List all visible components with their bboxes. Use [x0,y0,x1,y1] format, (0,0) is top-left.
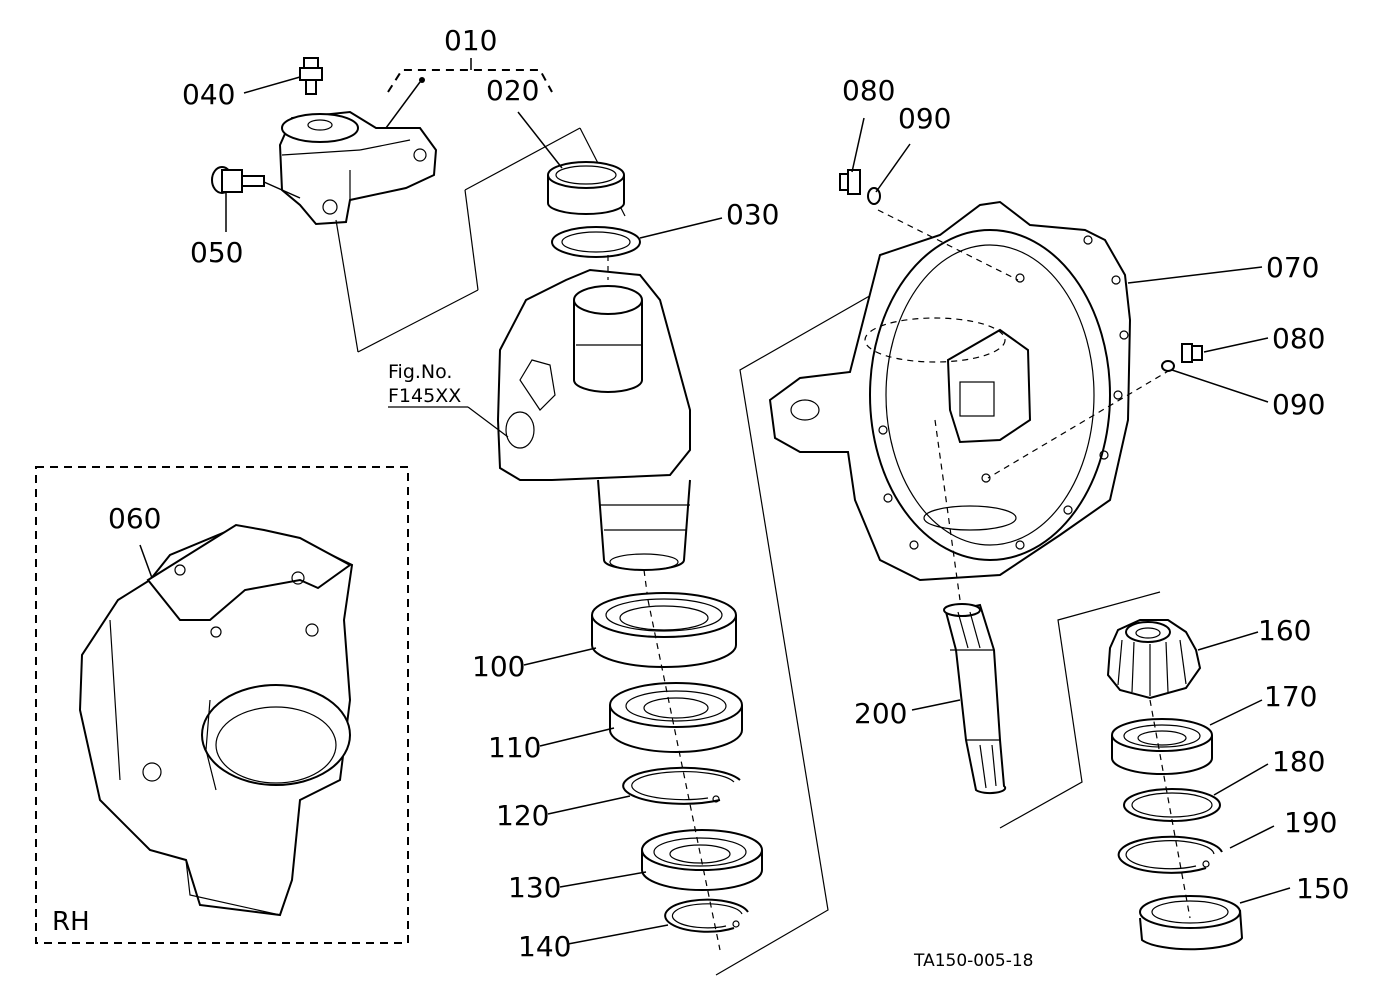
oil-seal-100-part [523,592,737,668]
callout-090-right: 090 [1272,388,1325,421]
drawing-code: TA150-005-18 [913,951,1034,971]
callout-060: 060 [108,502,161,535]
housing-060-part [78,523,354,917]
callout-180: 180 [1272,745,1325,778]
callout-140: 140 [518,930,571,963]
bolt-050-part [211,166,301,232]
callout-080-top: 080 [842,74,895,107]
washer-090-right-part [1161,360,1269,403]
bearing-170-part [1111,699,1263,775]
grease-nipple-040-part [243,57,323,95]
callout-130: 130 [508,871,561,904]
plug-080-top-part [839,117,865,195]
snap-ring-140-part [567,898,749,945]
bracket-010-group [385,58,553,129]
washer-090-top-part [867,143,911,205]
callout-040: 040 [182,78,235,111]
callout-170: 170 [1264,680,1317,713]
callout-100: 100 [472,650,525,683]
callout-150: 150 [1296,872,1349,905]
callout-090-top: 090 [898,102,951,135]
bearing-110-part [539,682,743,753]
callout-200: 200 [854,697,907,730]
bearing-130-part [559,829,763,891]
seal-030-part [551,217,723,258]
callout-110: 110 [488,731,541,764]
knuckle-part [496,255,691,601]
fig-ref-line2: F145XX [388,385,461,407]
fig-ref-line1: Fig.No. [388,361,452,383]
callout-160: 160 [1258,614,1311,647]
snap-ring-120-part [547,766,741,815]
plug-080-right-part [1181,337,1269,363]
shim-180-part [1123,763,1269,822]
shaft-200-part [911,603,1007,795]
rh-label: RH [52,907,90,937]
pivot-bracket-part [278,110,438,226]
bevel-gear-160-part [1106,619,1259,700]
seal-150-part [1139,887,1291,951]
callout-070: 070 [1266,251,1319,284]
callout-010: 010 [444,24,497,57]
housing-070-part [768,200,1263,601]
callout-190: 190 [1284,806,1337,839]
snap-ring-190-part [1117,825,1275,874]
fig-reference: Fig.No. F145XX [388,361,509,438]
callout-050: 050 [190,236,243,269]
callout-020: 020 [486,74,539,107]
rh-inset-frame [35,466,409,944]
callout-030: 030 [726,198,779,231]
callout-080-right: 080 [1272,322,1325,355]
bushing-020-part [517,111,625,215]
callout-120: 120 [496,799,549,832]
